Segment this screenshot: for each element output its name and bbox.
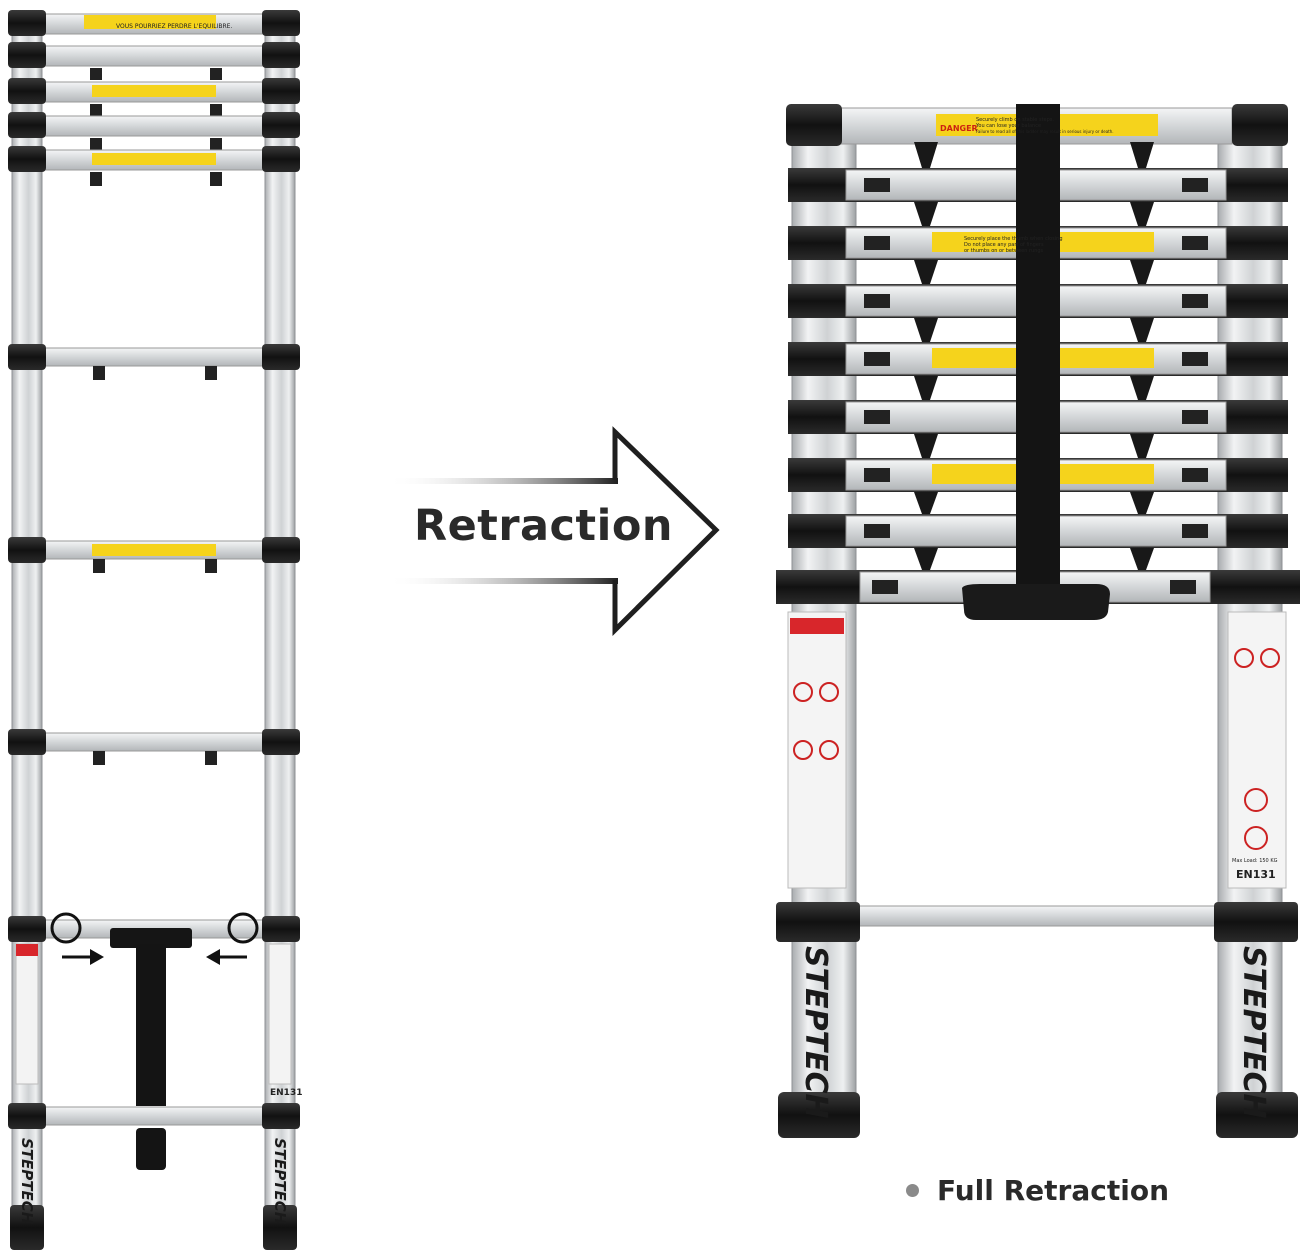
brand-retracted-left: STEPTECH [798, 946, 833, 1119]
open-rungs [8, 344, 300, 1129]
release-button-highlight-left [50, 912, 82, 944]
safety-pictogram-icon [787, 611, 1287, 889]
load-label: Max Load: 150 KG [1232, 858, 1278, 864]
retraction-arrow [386, 426, 720, 636]
brand-left-b: STEPTECH [271, 1138, 289, 1225]
strap-icon-retracted [962, 104, 1110, 620]
release-button-highlight-right [227, 912, 259, 944]
standard-label-left: EN131 [270, 1088, 302, 1098]
bullet-dot-icon [906, 1183, 919, 1197]
rung-warning-line-2: Do not place any part of fingers [964, 242, 1044, 248]
top-collapsed-rungs [8, 10, 300, 186]
retraction-label: Retraction [414, 501, 673, 551]
retracted-danger-line-1: Securely climb on stable steps. [976, 117, 1054, 123]
strap-icon [110, 928, 192, 1170]
retracted-danger-line-3: Failure to read all of this ladder may r… [976, 129, 1114, 134]
arrow-right-icon [62, 949, 104, 965]
brand-retracted-right: STEPTECH [1236, 946, 1271, 1119]
caption-text: Full Retraction [937, 1173, 1169, 1207]
retracted-ladder [776, 104, 1300, 1138]
standard-label-right: EN131 [1236, 868, 1276, 881]
full-retraction-caption: Full Retraction [906, 1170, 1169, 1210]
retracted-danger-label: DANGER [940, 124, 978, 133]
danger-top-text: VOUS POURRIEZ PERDRE L'EQUILIBRE. [116, 23, 232, 30]
brand-left-a: STEPTECH [18, 1138, 36, 1225]
arrow-left-icon [206, 949, 247, 965]
extended-ladder [8, 10, 300, 1250]
rung-warning-line-1: Securely place the thumb when closing [964, 236, 1063, 242]
rung-warning-line-3: or thumbs on or between rungs [964, 248, 1044, 254]
retracted-danger-line-2: You can lose your balance [975, 123, 1041, 129]
